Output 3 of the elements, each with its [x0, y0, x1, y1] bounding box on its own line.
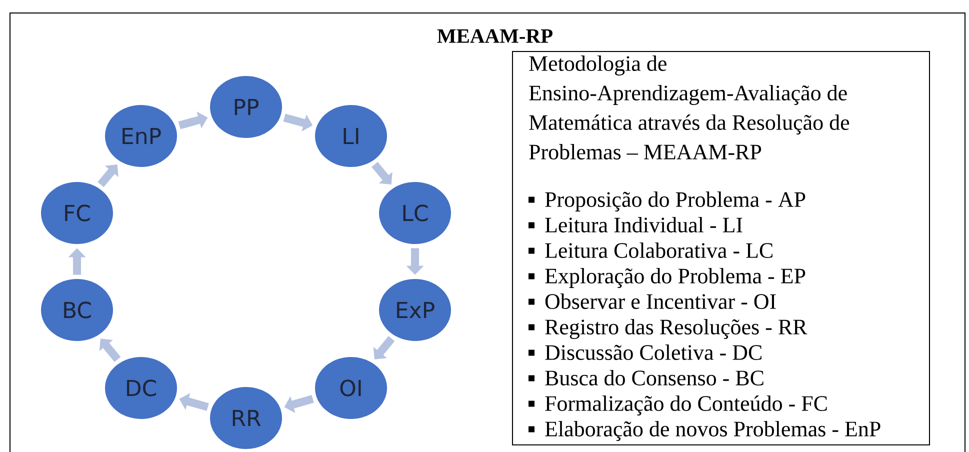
arrow	[99, 338, 121, 362]
title: MEAAM-RP	[437, 29, 552, 43]
text-box: Metodologia de Ensino-Aprendizagem-Avaliação de Matemática através da Resolução de Problemas – MEAAM-RP Proposição do Problema - AP Leitura Individual - LI Leitura Colaborativa - LC Exploração do Problema - EP Observar e Incentivar - OI Registro das Resoluções - RR Discussão Coletiva - DC Busca do Consenso - BC Formalização do Conteúdo - FC Elaboração de novos Problemas - EnP	[512, 51, 930, 446]
